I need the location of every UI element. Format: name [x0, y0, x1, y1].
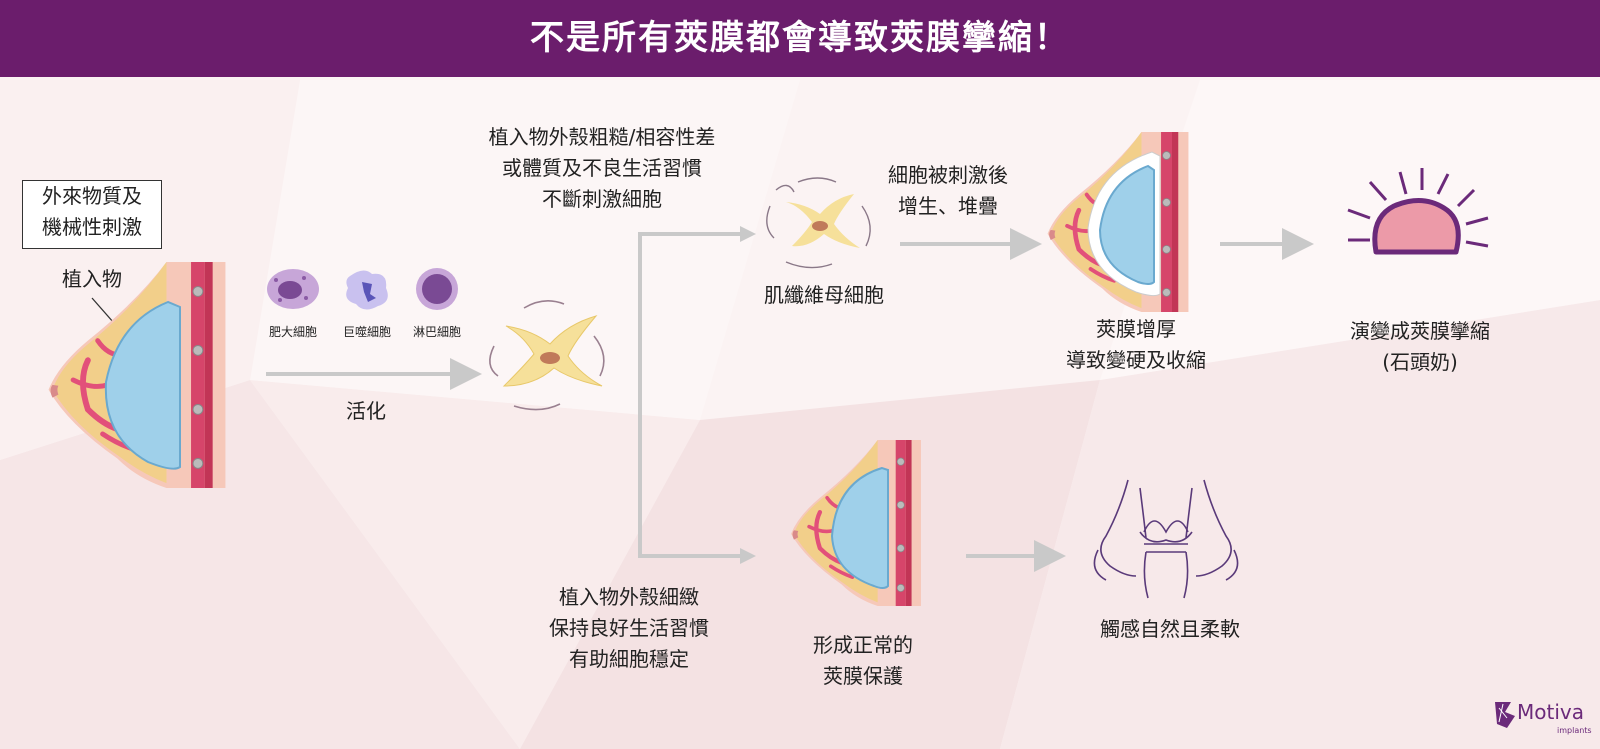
- page-title: 不是所有莢膜都會導致莢膜攣縮！: [0, 0, 1600, 77]
- stimulus-box: 外來物質及 機械性刺激: [22, 180, 162, 249]
- macrophage-icon: [346, 270, 388, 310]
- contracture-text: 演變成莢膜攣縮 (石頭奶): [1350, 319, 1490, 374]
- contracture-icon: [1347, 168, 1489, 255]
- mast-cell-label: 肥大細胞: [268, 325, 317, 339]
- myofibroblast-icon: [766, 177, 871, 269]
- motiva-logo: Motiva implants: [1493, 698, 1593, 744]
- breast-with-implant-illustration: [48, 262, 226, 488]
- implant-label: 植入物: [62, 267, 122, 291]
- myofibroblast-label: 肌纖維母細胞: [764, 283, 884, 307]
- thickened-capsule-breast-illustration: [1036, 132, 1200, 312]
- proliferation-text: 細胞被刺激後 增生、堆疊: [888, 163, 1008, 218]
- woman-torso-icon: [1093, 479, 1239, 599]
- natural-feel-text: 觸感自然且柔軟: [1100, 617, 1240, 641]
- macrophage-label: 巨噬細胞: [342, 325, 391, 339]
- logo-brand: Motiva: [1517, 700, 1584, 724]
- normal-capsule-breast-illustration: [776, 440, 936, 606]
- activate-label: 活化: [346, 399, 386, 423]
- lymphocyte-label: 淋巴細胞: [412, 325, 461, 339]
- bottom-cause-text: 植入物外殼細緻 保持良好生活習慣 有助細胞穩定: [549, 585, 709, 671]
- thickening-text: 莢膜增厚 導致變硬及收縮: [1066, 317, 1206, 372]
- top-cause-text: 植入物外殼粗糙/相容性差 或體質及不良生活習慣 不斷刺激細胞: [488, 125, 716, 211]
- fibroblast-icon: [489, 300, 605, 411]
- mast-cell-icon: [267, 269, 319, 309]
- logo-sub: implants: [1557, 726, 1592, 735]
- normal-capsule-text: 形成正常的 莢膜保護: [813, 633, 913, 688]
- motiva-logo-mark: [1495, 702, 1515, 728]
- lymphocyte-icon: [416, 268, 458, 310]
